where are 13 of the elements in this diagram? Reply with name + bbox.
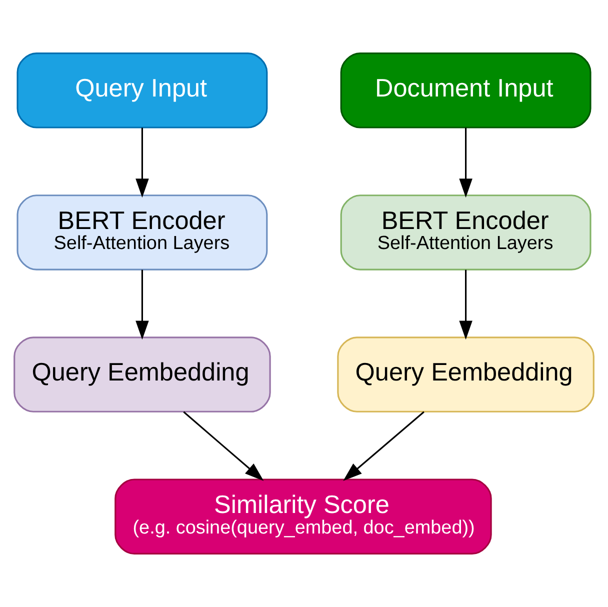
arrow — [136, 270, 149, 340]
node-box: Query Eembedding — [337, 336, 594, 412]
node-box: Document Input — [340, 52, 592, 128]
arrow — [459, 270, 472, 340]
node-box: Query Input — [16, 52, 268, 128]
arrow — [136, 128, 149, 198]
node-box: Similarity Score (e.g. cosine(query_embed, doc_embed)) — [114, 478, 492, 554]
node-box: BERT Encoder Self-Attention Layers — [340, 194, 592, 270]
node-box: BERT Encoder Self-Attention Layers — [16, 194, 268, 270]
node-box: Query Eembedding — [14, 336, 271, 412]
arrow — [343, 411, 424, 481]
arrow — [183, 411, 264, 481]
arrow — [459, 128, 472, 198]
